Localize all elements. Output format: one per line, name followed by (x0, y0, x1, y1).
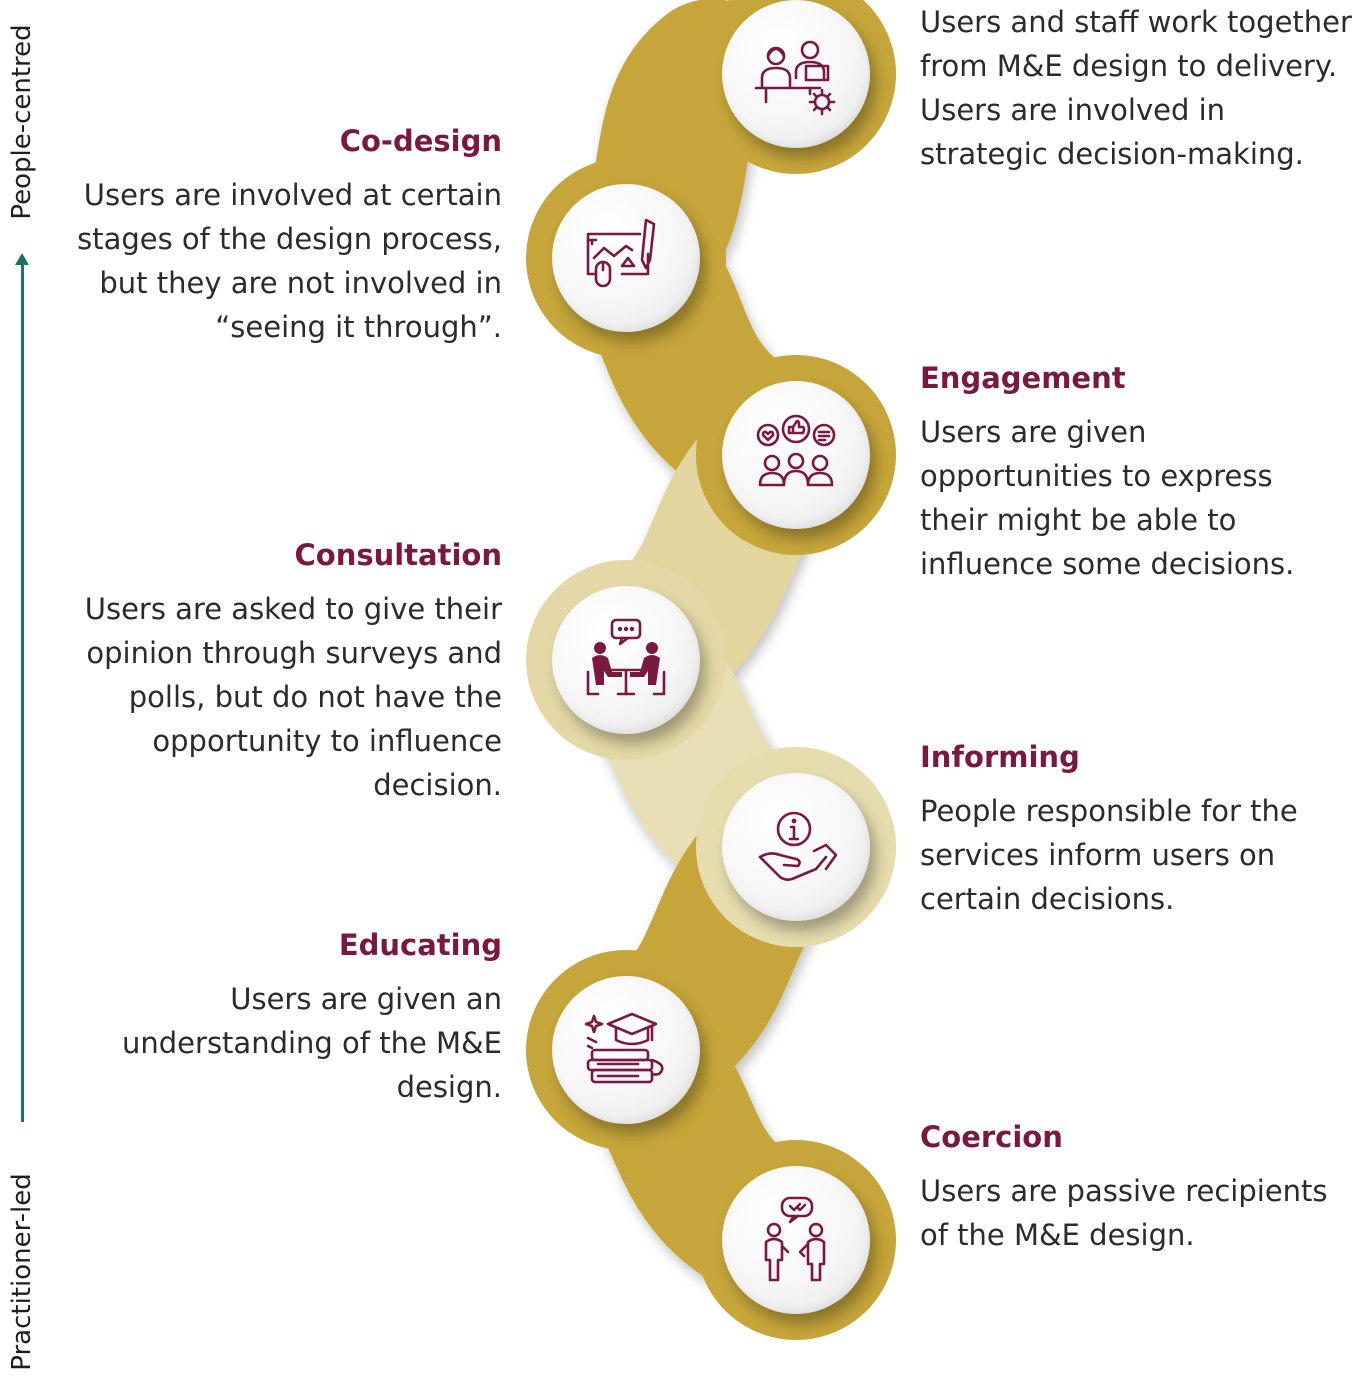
axis-line (21, 262, 24, 1122)
node-collaboration (722, 0, 870, 148)
graduation-books-icon (584, 1012, 664, 1084)
node-informing (722, 773, 870, 921)
stage-description: People responsible for the services info… (920, 793, 1298, 916)
stage-title: Co-design (339, 124, 502, 158)
stage-description: Users and staff work together from M&E d… (920, 5, 1352, 171)
stage-title: Engagement (920, 361, 1126, 395)
stage-title: Coercion (920, 1120, 1063, 1154)
stage-description: Users are asked to give their opinion th… (84, 591, 502, 802)
axis-top-label: People-centred (7, 24, 37, 220)
stage-informing: Informing People responsible for the ser… (920, 740, 1340, 921)
node-engagement (722, 381, 870, 529)
axis-bottom-label: Practitioner-led (7, 1173, 37, 1371)
stage-title: Consultation (294, 538, 502, 572)
stage-collaboration: Users and staff work together from M&E d… (920, 0, 1360, 176)
meeting-table-icon (586, 618, 666, 696)
stage-description: Users are given opportunities to express… (920, 414, 1295, 581)
conversation-people-icon (764, 1196, 826, 1282)
node-coercion (722, 1166, 870, 1314)
stage-title: Informing (920, 740, 1080, 774)
stage-description: Users are passive recipients of the M&E … (920, 1173, 1328, 1252)
node-co-design (552, 184, 700, 332)
stage-coercion: Coercion Users are passive recipients of… (920, 1120, 1340, 1257)
axis-arrow-head (15, 253, 29, 265)
stage-title: Educating (338, 928, 502, 962)
node-educating (552, 976, 700, 1124)
stage-description: Users are given an understanding of the … (122, 981, 502, 1104)
design-board-icon (586, 218, 656, 288)
stage-co-design: Co-design Users are involved at certain … (62, 124, 502, 349)
stage-consultation: Consultation Users are asked to give the… (62, 538, 502, 807)
node-consultation (552, 586, 700, 734)
info-hand-icon (758, 811, 838, 881)
engagement-group-icon (756, 414, 836, 487)
stage-engagement: Engagement Users are given opportunities… (920, 361, 1340, 586)
collaboration-icon (754, 40, 836, 116)
stage-description: Users are involved at certain stages of … (77, 177, 502, 344)
stage-educating: Educating Users are given an understandi… (62, 928, 502, 1109)
